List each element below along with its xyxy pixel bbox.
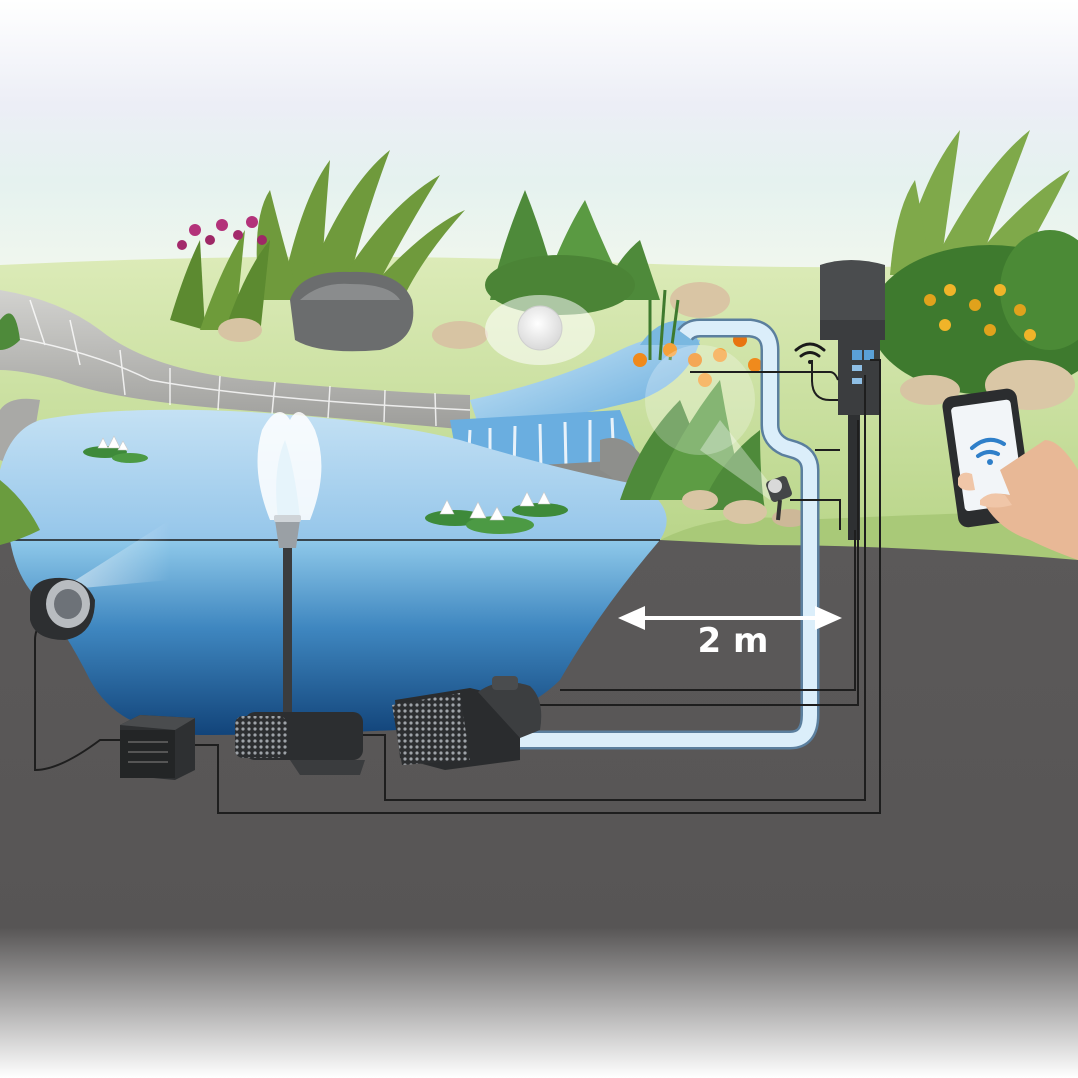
bank-plants [0, 289, 765, 545]
junction-box-icon [120, 715, 195, 780]
yellow-flower-bush [870, 230, 1078, 395]
water-lily-icon [425, 491, 568, 534]
fountain-spray [257, 412, 322, 520]
distance-arrow [618, 606, 842, 630]
fountain-pump-icon [235, 515, 365, 775]
filter-pump-icon [392, 676, 542, 770]
pond-surface [0, 409, 667, 540]
water-lily-icon [83, 435, 148, 463]
grass-clump-right [890, 130, 1070, 280]
control-unit-icon [820, 260, 885, 540]
cables [34, 359, 881, 814]
globe-lamp-icon [485, 295, 595, 365]
purple-flowers [170, 216, 270, 335]
underwater-spotlight-icon [30, 520, 170, 640]
distance-label: 2 m [698, 621, 769, 661]
garden-spotlight-icon [700, 420, 792, 521]
hand-icon [958, 440, 1078, 560]
bank-stones [682, 490, 808, 527]
